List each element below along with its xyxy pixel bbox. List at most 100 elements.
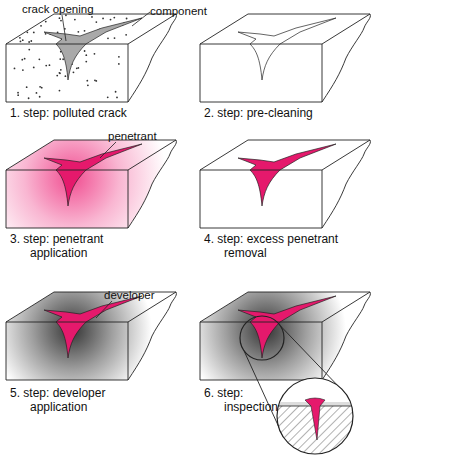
crack	[44, 144, 142, 206]
part-label: crack opening	[22, 2, 142, 16]
block-edge	[6, 14, 176, 102]
dirt-dot	[45, 65, 47, 67]
component-block	[200, 292, 370, 380]
zoom-marker	[240, 316, 284, 360]
penetrant-layer	[6, 140, 176, 228]
dirt-dot	[59, 58, 61, 60]
crack	[44, 18, 142, 80]
dirt-dot	[45, 21, 47, 23]
dirt-dot	[62, 58, 64, 60]
dirt-dot	[59, 72, 61, 74]
block-outline	[200, 292, 370, 380]
dirt-dot	[95, 21, 97, 23]
dirt-dot	[116, 97, 118, 99]
dirt-dot	[118, 56, 120, 58]
dirt-dot	[33, 31, 35, 33]
dirt-dot	[59, 17, 61, 19]
dirt-dot	[59, 90, 61, 92]
block-edge	[6, 140, 176, 228]
component-block	[200, 140, 370, 228]
dirt-dot	[26, 31, 28, 33]
block-outline	[6, 14, 176, 102]
dirt-dot	[60, 20, 62, 22]
dirt-dot	[110, 19, 112, 21]
component-block	[6, 14, 176, 102]
developer-layer	[200, 292, 370, 380]
dirt-dot	[107, 37, 109, 39]
dirt-dot	[39, 96, 41, 98]
crack	[238, 18, 336, 80]
dirt-dot	[21, 59, 23, 61]
step-caption: 5. step: developer application	[10, 386, 122, 414]
block-face	[6, 14, 176, 102]
dirt-dot	[17, 94, 19, 96]
crack	[238, 144, 336, 206]
part-label: penetrant	[108, 129, 188, 143]
dirt-dot	[60, 69, 62, 71]
dirt-dot	[113, 17, 115, 19]
dirt-dot	[59, 72, 61, 74]
dirt-dot	[22, 39, 24, 41]
block-outline	[200, 140, 370, 228]
dirt-dot	[118, 63, 120, 65]
dirt-dot	[33, 67, 35, 69]
leader-line	[96, 301, 112, 318]
dirt-dot	[126, 18, 128, 20]
block-face	[200, 292, 370, 380]
dirt-dot	[36, 92, 38, 94]
zoom-inset	[240, 316, 353, 457]
dirt-dot	[94, 79, 96, 81]
surface-line	[320, 406, 353, 407]
dirt-dot	[74, 19, 76, 21]
step-caption: 1. step: polluted crack	[10, 106, 200, 120]
block-outline	[6, 292, 176, 380]
leader-line	[100, 142, 116, 158]
dirt-dot	[87, 84, 89, 86]
dirt-dot	[76, 67, 78, 69]
crack-section	[305, 398, 325, 440]
block-edge	[6, 292, 176, 380]
step-caption: 2. step: pre-cleaning	[204, 106, 394, 120]
step-caption: 4. step: excess penetrant removal	[204, 232, 352, 260]
dirt-dot	[19, 37, 21, 39]
dirt-dot	[85, 54, 87, 56]
dirt-dot	[77, 67, 79, 69]
block-edge	[200, 140, 370, 228]
dirt-dot	[22, 69, 24, 71]
zoom-content	[277, 378, 353, 457]
block-face	[6, 292, 176, 380]
block-outline	[200, 14, 370, 102]
crack	[44, 296, 142, 358]
component-block	[200, 14, 370, 102]
dirt-dot	[28, 97, 30, 99]
component-block	[6, 292, 176, 380]
dirt-dot	[20, 41, 22, 43]
leader-line	[62, 15, 66, 41]
dirt-dot	[125, 34, 127, 36]
step-caption: 3. step: penetrant application	[10, 232, 122, 260]
dirt-dot	[17, 92, 19, 94]
zoom-circle	[277, 378, 353, 454]
block-edge	[200, 14, 370, 102]
dirt-dot	[28, 49, 30, 51]
step-caption: 6. step: inspection	[204, 386, 266, 414]
dirt-dot	[73, 71, 75, 73]
dirt-dot	[77, 31, 79, 33]
developer-layer	[6, 292, 176, 380]
block-outline	[6, 140, 176, 228]
block-face	[6, 140, 176, 228]
crack	[238, 296, 336, 358]
dirt-dot	[86, 80, 88, 82]
dirt-dot	[56, 75, 58, 77]
dirt-dot	[84, 50, 86, 52]
dirt-dot	[115, 91, 117, 93]
dirt-dot	[30, 40, 32, 42]
dirt-dot	[28, 41, 30, 43]
part-label: developer	[104, 288, 184, 302]
dirt-dot	[64, 75, 66, 77]
dirt-dot	[40, 25, 42, 27]
block-edge	[200, 292, 370, 380]
dirt-dot	[49, 64, 51, 66]
dirt-dot	[41, 87, 43, 89]
